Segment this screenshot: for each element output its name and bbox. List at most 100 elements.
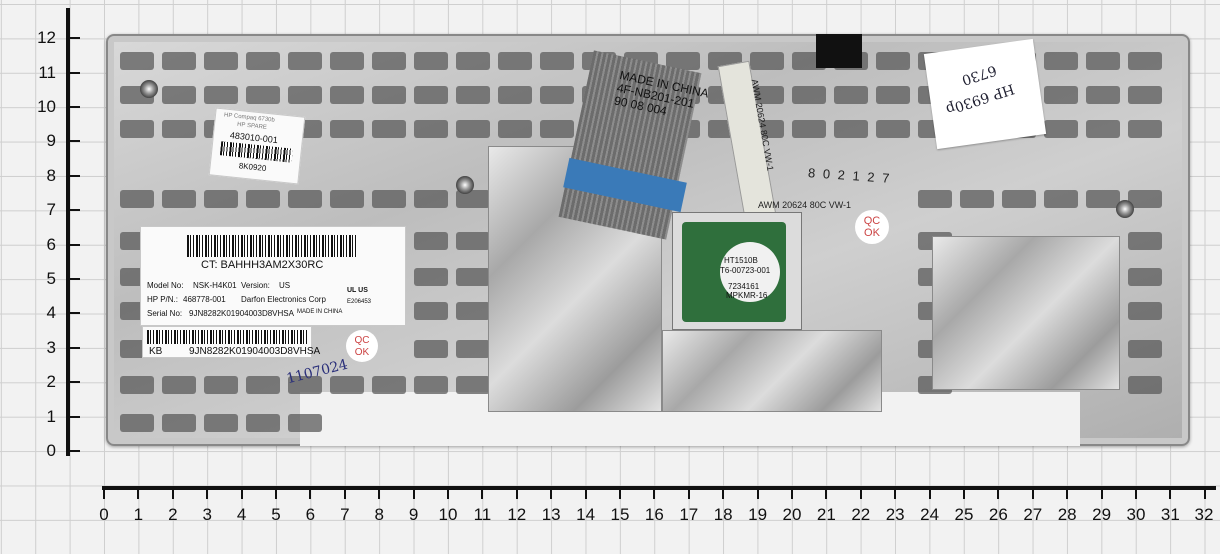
y-tick-label: 8: [46, 165, 56, 185]
x-tick-label: 1: [133, 505, 144, 524]
keyhole: [330, 86, 364, 104]
qc-ok-right-line1: QC: [863, 215, 881, 227]
x-tick: [309, 490, 312, 499]
foil-shield-right: [932, 236, 1120, 390]
keyhole: [1044, 86, 1078, 104]
keyhole: [204, 86, 238, 104]
keyhole: [834, 120, 868, 138]
y-tick: [70, 174, 80, 177]
pcb-text-1: HT1510B: [724, 256, 758, 265]
part-number-sticker: HP Compaq 6730b HP SPARE 483010-001 8K09…: [208, 107, 306, 185]
keyhole: [204, 190, 238, 208]
x-tick-label: 28: [1057, 505, 1077, 524]
x-tick-label: 30: [1126, 505, 1146, 524]
x-tick: [928, 490, 931, 499]
keyhole: [666, 52, 700, 70]
y-tick: [70, 278, 80, 280]
keyhole: [288, 86, 322, 104]
x-tick-label: 29: [1092, 505, 1112, 524]
x-tick-label: 21: [816, 505, 836, 524]
y-tick-label: 6: [46, 234, 56, 254]
x-tick-label: 26: [988, 505, 1008, 524]
keyhole: [456, 52, 490, 70]
x-tick: [756, 490, 759, 499]
x-tick: [481, 490, 484, 499]
y-tick: [70, 140, 80, 143]
keyhole: [1128, 190, 1162, 208]
note-line-1: HP 6930p: [943, 80, 1017, 118]
keyhole: [1086, 86, 1120, 104]
keyhole: [1044, 52, 1078, 70]
x-tick: [859, 490, 862, 499]
keyhole: [204, 376, 238, 394]
x-tick: [619, 490, 621, 499]
pcb-text-2: T6-00723-001: [720, 266, 771, 275]
x-tick-label: 3: [202, 505, 212, 524]
keyhole: [162, 86, 196, 104]
ul-mark: UL US: [347, 287, 368, 294]
keyhole: [162, 414, 196, 432]
maker-name: Darfon Electronics Corp: [241, 295, 326, 304]
screw-top-left: [140, 80, 158, 98]
y-tick-label: 10: [37, 97, 56, 116]
black-tape: [816, 34, 862, 68]
keyhole: [414, 232, 448, 250]
x-tick-label: 19: [748, 505, 768, 524]
x-tick: [1169, 490, 1172, 499]
keyhole: [288, 190, 322, 208]
x-tick-label: 22: [851, 505, 871, 524]
part-sticker-line4: 8K0920: [238, 161, 267, 174]
y-tick: [70, 312, 80, 315]
keyhole: [1002, 190, 1036, 208]
version-value: US: [279, 281, 291, 290]
keyhole: [1128, 232, 1162, 250]
keyhole: [120, 376, 154, 394]
keyhole: [204, 414, 238, 432]
y-tick-label: 5: [46, 269, 56, 288]
keyhole: [456, 232, 490, 250]
x-tick-label: 7: [340, 505, 350, 524]
model-value: NSK-H4K01: [193, 281, 237, 290]
keyhole: [246, 52, 280, 70]
keyhole: [834, 86, 868, 104]
y-tick: [70, 415, 80, 418]
keyhole: [330, 52, 364, 70]
keyhole: [960, 190, 994, 208]
x-tick: [412, 490, 415, 499]
keyhole: [456, 340, 490, 358]
kb-serial-label: KB 9JN8282K01904003D8VHSA: [142, 326, 320, 358]
x-tick-label: 20: [782, 505, 802, 524]
y-tick-label: 12: [37, 28, 56, 48]
x-tick-label: 8: [374, 505, 384, 524]
x-tick-label: 0: [99, 505, 109, 524]
keyhole: [456, 190, 490, 208]
keyhole: [750, 52, 784, 70]
y-tick: [70, 209, 80, 212]
keyhole: [330, 190, 364, 208]
keyhole: [162, 120, 196, 138]
y-tick: [70, 243, 80, 246]
product-label: CT: BAHHH3AM2X30RC Model No: NSK-H4K01 V…: [140, 226, 406, 326]
y-tick-label: 3: [46, 337, 56, 357]
x-tick: [1066, 490, 1069, 499]
kb-barcode: [147, 330, 307, 344]
y-tick-label: 11: [38, 62, 56, 82]
x-tick-label: 17: [679, 505, 699, 524]
y-tick: [70, 71, 80, 74]
keyhole: [456, 86, 490, 104]
keyhole: [456, 120, 490, 138]
x-tick-label: 25: [954, 505, 974, 524]
x-tick-label: 12: [507, 505, 527, 524]
x-tick: [447, 490, 449, 499]
x-tick: [1135, 490, 1137, 499]
keyhole: [414, 376, 448, 394]
x-tick: [1100, 490, 1103, 499]
version-label: Version:: [241, 281, 270, 290]
keyhole: [1044, 190, 1078, 208]
x-tick: [653, 490, 656, 499]
y-tick: [70, 106, 80, 108]
x-tick-label: 6: [305, 505, 316, 524]
keyhole: [414, 302, 448, 320]
keyhole: [456, 268, 490, 286]
x-tick-label: 32: [1194, 505, 1214, 524]
